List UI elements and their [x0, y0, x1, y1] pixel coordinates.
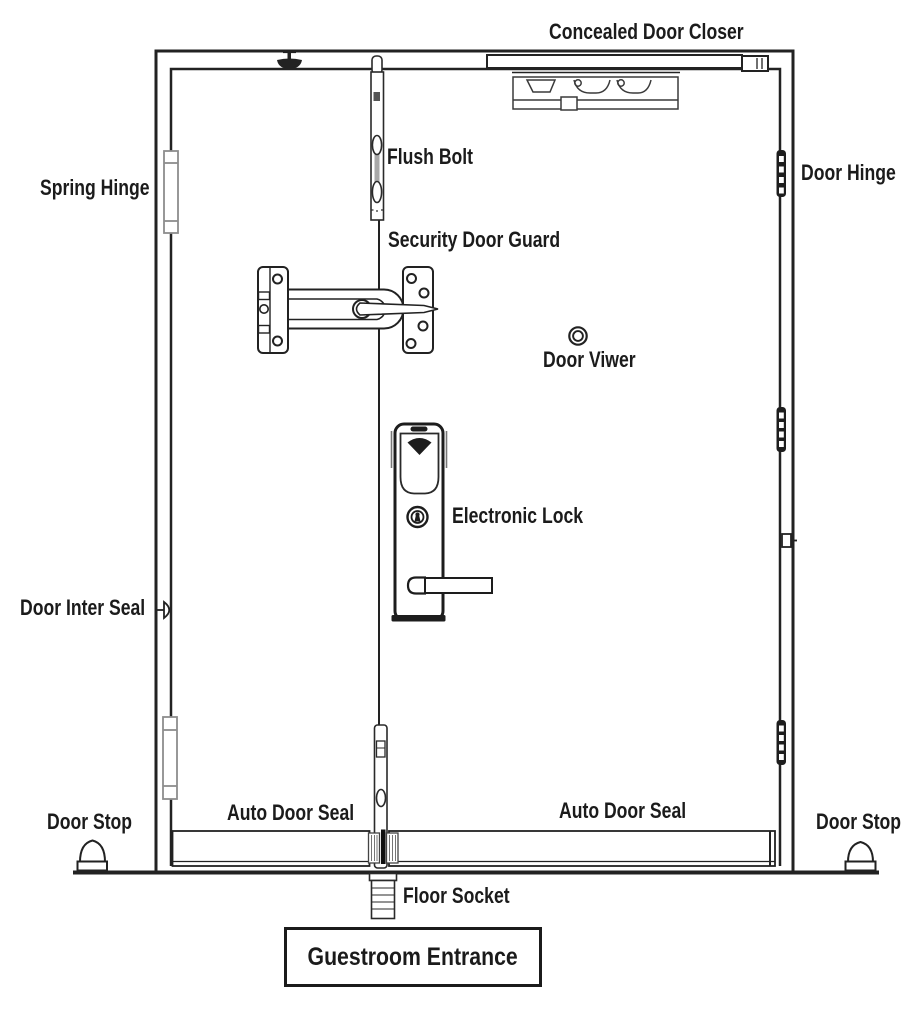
label-door-stop-left: Door Stop [47, 809, 133, 834]
security-door-guard-drawing [257, 266, 439, 354]
floor-socket-drawing [368, 872, 398, 920]
top-pivot-icon [277, 50, 302, 69]
door-frame [154, 49, 795, 874]
label-door-hinge: Door Hinge [801, 160, 896, 185]
label-flush-bolt: Flush Bolt [387, 144, 474, 169]
label-security-door-guard: Security Door Guard [388, 227, 561, 252]
door-stop-right-drawing [844, 840, 877, 872]
label-door-stop-right: Door Stop [816, 809, 902, 834]
floor-latch-assembly [367, 829, 399, 864]
label-door-viewer: Door Viwer [543, 347, 636, 372]
flush-bolt-top-drawing [370, 55, 385, 221]
door-viewer-drawing [568, 326, 588, 346]
diagram-title: Guestroom Entrance [307, 942, 519, 971]
title-box: Guestroom Entrance [284, 927, 542, 987]
label-door-inter-seal: Door Inter Seal [20, 595, 146, 620]
auto-door-seal-right-drawing [388, 830, 776, 867]
label-electronic-lock: Electronic Lock [452, 503, 584, 528]
label-concealed-door-closer: Concealed Door Closer [549, 19, 744, 44]
door-hinge-drawing-bottom [776, 720, 786, 765]
label-auto-door-seal-left: Auto Door Seal [227, 800, 355, 825]
label-auto-door-seal-right: Auto Door Seal [559, 798, 687, 823]
latch-strike-marker [781, 533, 797, 548]
door-inter-seal-marker [156, 600, 171, 620]
auto-door-seal-left-drawing [171, 830, 371, 867]
label-floor-socket: Floor Socket [403, 883, 510, 908]
spring-hinge-top-drawing [163, 150, 179, 234]
spring-hinge-bottom-drawing [162, 716, 178, 800]
electronic-lock-drawing [390, 422, 493, 622]
door-hinge-drawing-middle [776, 407, 786, 452]
flush-bolt-bottom-drawing [373, 724, 388, 869]
door-stop-left-drawing [76, 839, 108, 872]
door-hinge-drawing-top [776, 150, 786, 197]
label-spring-hinge: Spring Hinge [40, 175, 150, 200]
concealed-door-closer-drawing [486, 54, 769, 111]
